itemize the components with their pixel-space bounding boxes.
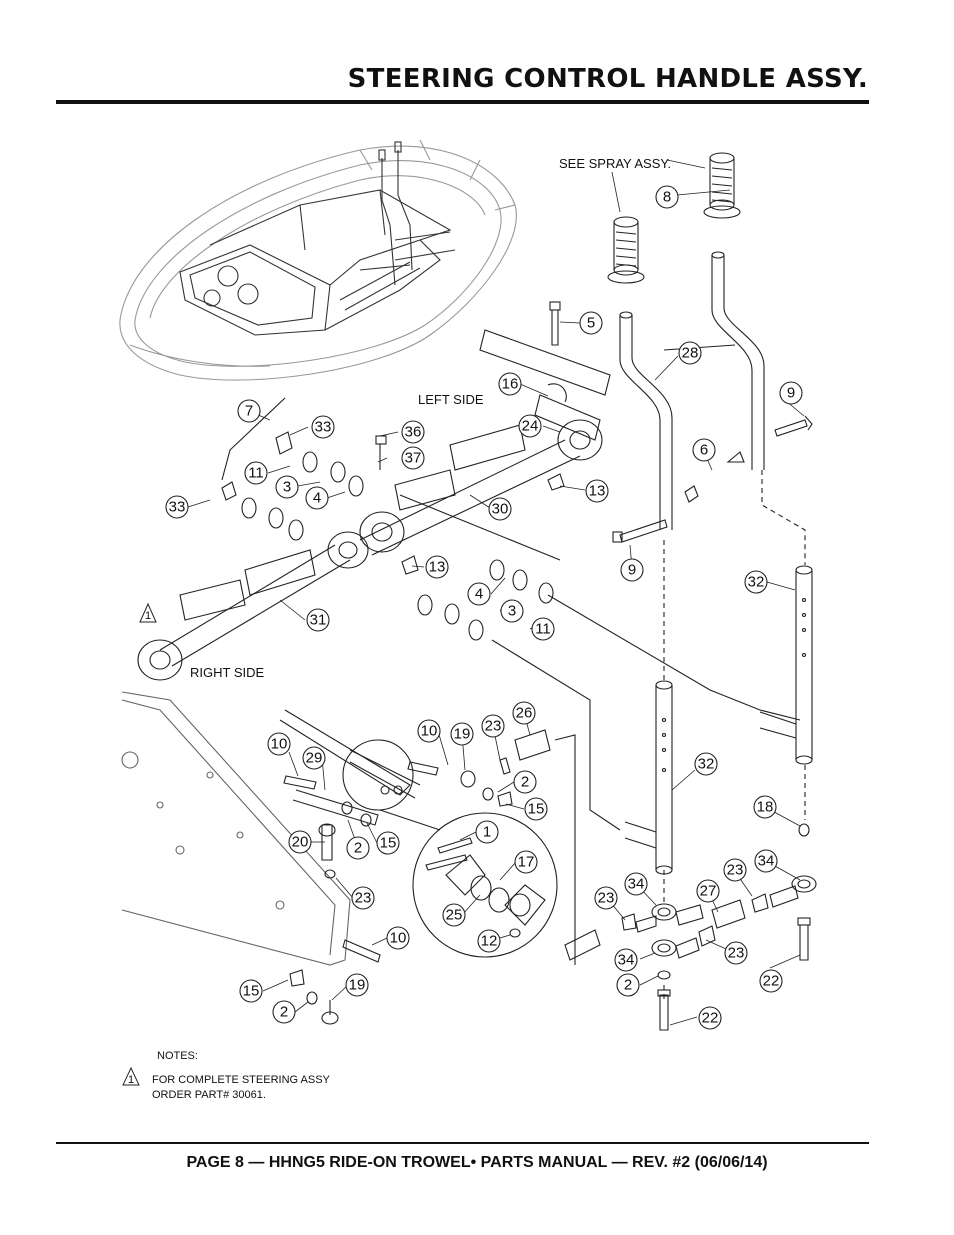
callout-34: 34 <box>618 952 635 969</box>
callout-16: 16 <box>502 376 519 393</box>
callout-12: 12 <box>481 933 498 950</box>
washers-bearings <box>221 397 565 641</box>
callout-8: 8 <box>663 189 671 206</box>
handle-tube <box>619 251 765 530</box>
callout-32: 32 <box>748 574 765 591</box>
steering-arm-right <box>137 531 369 681</box>
handle-grips <box>607 152 741 284</box>
connecting-tube-32-lower <box>624 680 673 875</box>
callout-23: 23 <box>598 890 615 907</box>
callout-15: 15 <box>243 983 260 1000</box>
callout-15: 15 <box>380 835 397 852</box>
callout-9: 9 <box>787 385 795 402</box>
callout-23: 23 <box>728 945 745 962</box>
note-marker-triangle: 1 <box>139 602 157 623</box>
notes-line-2: ORDER PART# 30061. <box>152 1089 266 1101</box>
callout-5: 5 <box>587 315 595 332</box>
bolt-9-lower <box>612 519 668 543</box>
callout-13: 13 <box>429 559 446 576</box>
callout-11: 11 <box>248 465 264 482</box>
notes-marker: 1 <box>128 1074 134 1086</box>
callout-7: 7 <box>245 403 253 420</box>
callout-33: 33 <box>169 499 186 516</box>
detail-magnifier <box>342 739 558 958</box>
notes-title: NOTES: <box>157 1050 198 1062</box>
callout-34: 34 <box>758 853 775 870</box>
bracket-16 <box>534 383 601 441</box>
linkage-rods <box>399 494 801 831</box>
bolt-9-upper <box>774 415 813 437</box>
callout-3: 3 <box>283 479 291 496</box>
callout-24: 24 <box>522 418 539 435</box>
page-title: STEERING CONTROL HANDLE ASSY. <box>347 64 868 94</box>
callout-3: 3 <box>508 603 516 620</box>
callout-19: 19 <box>454 726 471 743</box>
lower-frame-illustration <box>121 691 351 966</box>
callout-28: 28 <box>682 345 699 362</box>
callout-10: 10 <box>421 723 438 740</box>
callout-34: 34 <box>628 876 645 893</box>
callout-11: 11 <box>535 621 551 638</box>
callout-2: 2 <box>354 840 362 857</box>
callout-23: 23 <box>485 718 502 735</box>
callout-22: 22 <box>702 1010 719 1027</box>
bolt-5 <box>549 301 561 346</box>
callout-10: 10 <box>390 930 407 947</box>
callout-2: 2 <box>624 977 632 994</box>
left-side-label: LEFT SIDE <box>418 392 484 407</box>
header-rule <box>56 100 869 104</box>
callout-labels: 8 5 28 9 16 24 6 13 30 9 7 33 36 37 11 3… <box>169 189 796 1027</box>
callout-26: 26 <box>516 705 533 722</box>
callout-23: 23 <box>355 890 372 907</box>
mount-plate <box>479 329 611 396</box>
callout-13: 13 <box>589 483 606 500</box>
callout-17: 17 <box>518 854 535 871</box>
callout-36: 36 <box>405 424 422 441</box>
see-spray-label: SEE SPRAY ASSY. <box>559 156 671 171</box>
callout-30: 30 <box>492 501 509 518</box>
footer-rule <box>56 1142 869 1144</box>
callout-25: 25 <box>446 907 463 924</box>
callout-18: 18 <box>757 799 774 816</box>
connecting-tube-32-upper <box>759 565 813 765</box>
callout-9: 9 <box>628 562 636 579</box>
notes-block: NOTES: 1 FOR COMPLETE STEERING ASSY ORDE… <box>122 1050 331 1101</box>
callout-2: 2 <box>280 1004 288 1021</box>
svg-text:1: 1 <box>145 610 151 622</box>
callout-37: 37 <box>405 450 422 467</box>
right-side-label: RIGHT SIDE <box>190 665 264 680</box>
callout-6: 6 <box>700 442 708 459</box>
page-footer: PAGE 8 — HHNG5 RIDE-ON TROWEL• PARTS MAN… <box>186 1154 768 1171</box>
callout-15: 15 <box>528 801 545 818</box>
callout-23: 23 <box>727 862 744 879</box>
callout-1: 1 <box>483 824 491 841</box>
alignment-lines <box>663 470 806 1000</box>
callout-22: 22 <box>763 973 780 990</box>
callout-33: 33 <box>315 419 332 436</box>
callout-19: 19 <box>349 977 366 994</box>
rod-ends-lower-right <box>621 823 817 1031</box>
trowel-machine-illustration <box>119 139 517 381</box>
callout-32: 32 <box>698 756 715 773</box>
callout-10: 10 <box>271 736 288 753</box>
callout-27: 27 <box>700 883 717 900</box>
callout-20: 20 <box>292 834 309 851</box>
callout-4: 4 <box>313 490 321 507</box>
steering-arm-left <box>359 419 603 556</box>
notes-line-1: FOR COMPLETE STEERING ASSY <box>152 1074 331 1086</box>
callout-2: 2 <box>521 774 529 791</box>
trowel-gearbox-illustration <box>179 141 456 336</box>
callout-29: 29 <box>306 750 323 767</box>
lower-linkage <box>279 709 601 1025</box>
callout-4: 4 <box>475 586 483 603</box>
nut-6 <box>684 451 745 503</box>
callout-31: 31 <box>310 612 327 629</box>
